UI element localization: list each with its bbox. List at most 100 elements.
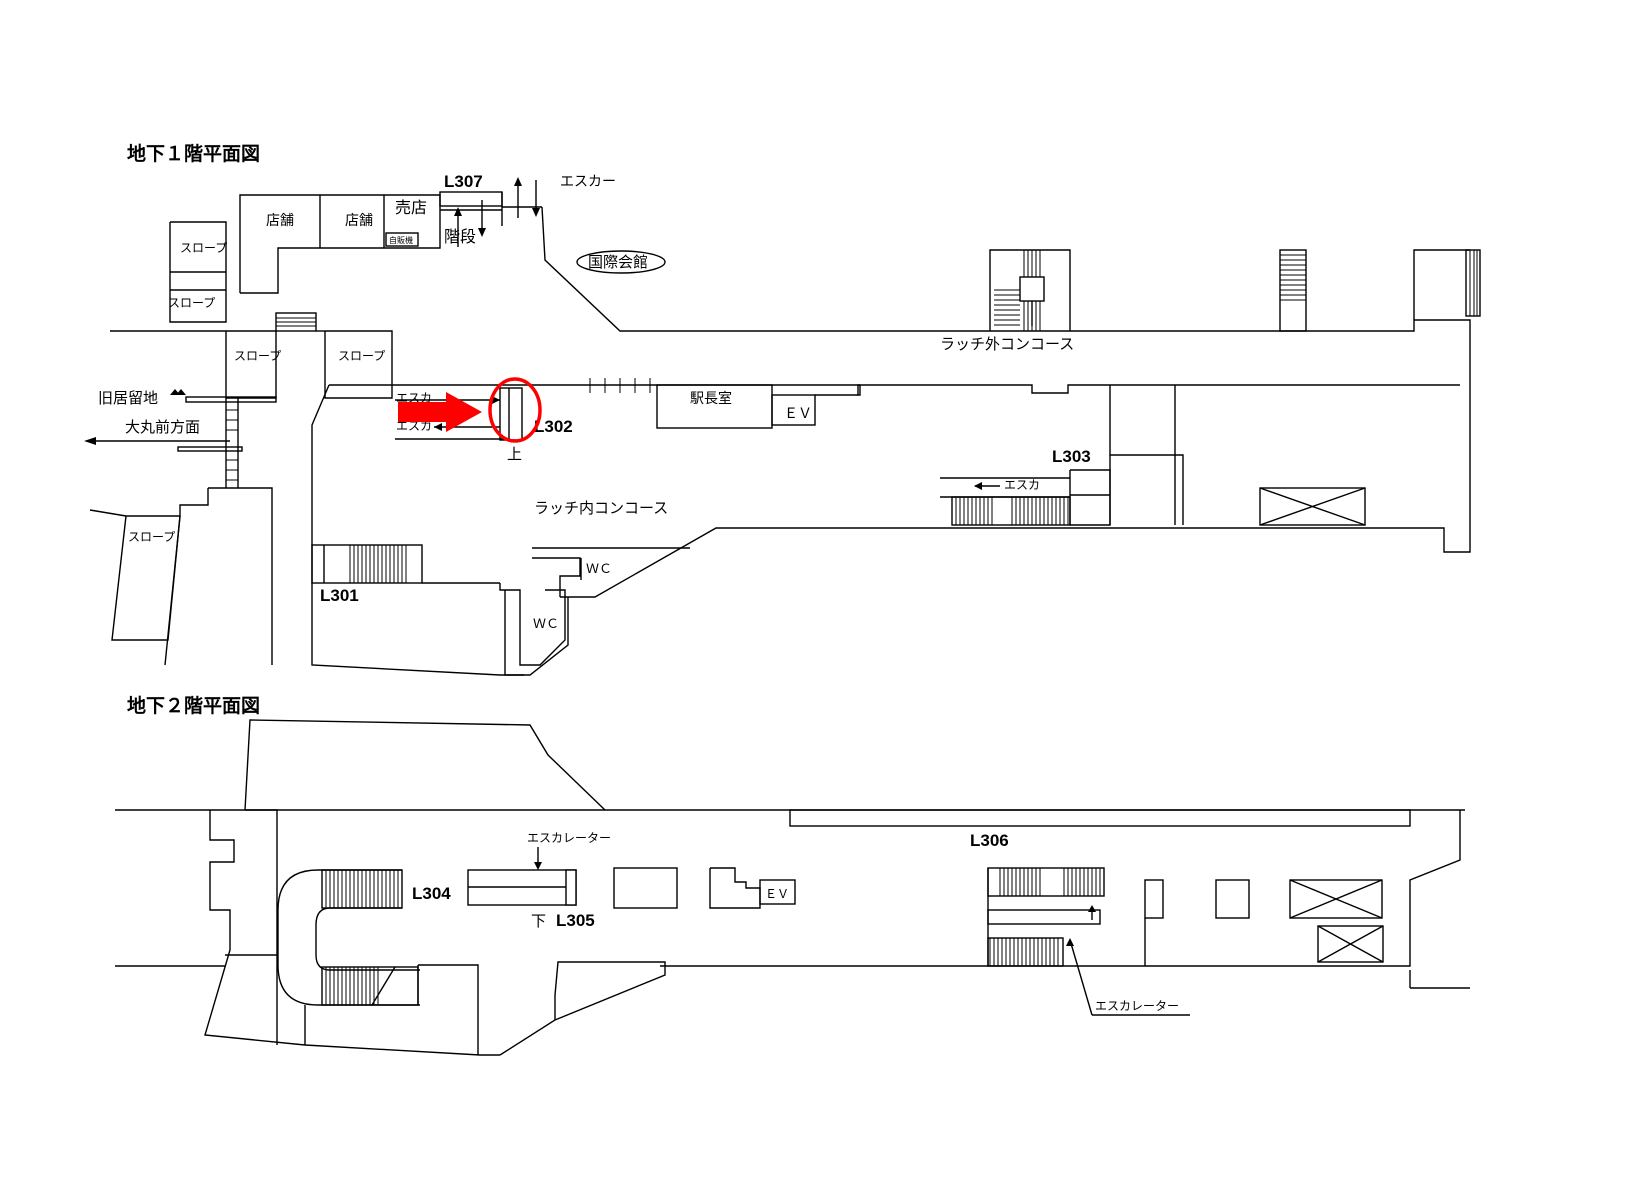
b2-escalator1-leader-head <box>534 862 542 870</box>
b1-right-stairs-hatch <box>1469 250 1478 316</box>
b1-kokusai-ellipse <box>576 250 666 274</box>
b1-escalator-arrow-head <box>532 208 540 217</box>
b2-void-box <box>1289 879 1383 919</box>
b1-vending-label: 自販機 <box>389 235 413 245</box>
b1-right-stair-block <box>1413 249 1470 320</box>
b1-slope2-label: スロープ <box>168 296 215 310</box>
b2-escalator-l305-end <box>565 869 577 906</box>
b1-void-box <box>1259 487 1366 526</box>
b2-ev-label: ＥＶ <box>765 887 789 901</box>
b2-escalator2-label: エスカレーター <box>1095 999 1179 1013</box>
b1-wc2-inner <box>504 590 569 676</box>
b1-wc2-block <box>499 583 566 666</box>
b1-daimaru-arrow-head <box>84 437 96 445</box>
b1-l307-entrance <box>439 191 503 207</box>
b1-stair-block-top <box>989 249 1071 331</box>
b1-l301-stairs <box>311 544 423 584</box>
b2-east-wall <box>1360 810 1461 967</box>
b2-stair-side-block <box>418 964 479 1055</box>
b1-ticket-gates <box>576 378 651 393</box>
b1-l301-stairs-hatch <box>349 545 407 583</box>
location-marker-circle <box>488 377 542 443</box>
b2-floor-plan: 地下２階平面図 L306 L304 エスカレーター 下 L30 <box>115 694 1470 1056</box>
b1-slope5-label: スロープ <box>128 530 175 544</box>
b2-right-escalator <box>987 909 1101 925</box>
b1-floor-plan: 地下１階平面図 店舗 店舗 売店 自販機 L307 階段 エスカー 国際会館 <box>84 142 1481 676</box>
b1-stairs-arrow-head <box>454 207 462 216</box>
b1-escalator-l302 <box>499 387 523 441</box>
b2-west-inner <box>245 809 278 1045</box>
b1-esca-l303-label: エスカ <box>1004 478 1040 492</box>
b2-code-l305: L305 <box>556 911 595 930</box>
b2-room-box <box>613 867 678 909</box>
b2-ev-block <box>709 867 761 909</box>
b1-daimaru-passage <box>177 446 243 452</box>
b2-escalator2-leader <box>1069 939 1093 1016</box>
b1-slope-pair <box>225 330 277 399</box>
b1-code-l303: L303 <box>1052 447 1091 466</box>
b2-code-l304: L304 <box>412 884 451 903</box>
b1-kyukyo-arrow <box>176 389 186 395</box>
b1-l303-stairs <box>951 496 1071 526</box>
b1-right-stairs <box>1465 249 1481 317</box>
b1-corridor-steps <box>226 409 238 481</box>
b1-l303-escalator-arrow-head <box>974 482 982 490</box>
b2-void-box <box>1317 925 1384 963</box>
b2-elevator <box>759 879 796 905</box>
b1-slope4-label: スロープ <box>338 349 385 363</box>
b2-right-stairs-hatch <box>989 938 1059 966</box>
b1-ev-label: ＥＶ <box>784 406 812 422</box>
b1-escalator-lower-arrow <box>434 423 442 431</box>
b2-upper-block <box>244 719 606 811</box>
b2-escalator1-label: エスカレーター <box>527 831 611 845</box>
b1-l303-stairs-hatch <box>955 497 1069 525</box>
b2-l304-stairs-hatch <box>325 967 379 1005</box>
b1-code-l307: L307 <box>444 172 483 191</box>
b2-escalator2-leader-head <box>1066 938 1074 946</box>
b1-escalator-top-label: エスカー <box>560 174 616 190</box>
b1-kokusai-label: 国際会館 <box>588 253 648 271</box>
b2-stair-diagonal <box>371 966 396 1006</box>
b1-slope3-label: スロープ <box>234 349 281 363</box>
b1-slope-pair-right <box>324 330 393 399</box>
b1-escalator-arrow-head <box>514 177 522 186</box>
b2-void-cross <box>1317 925 1384 963</box>
b1-heading: 地下１階平面図 <box>127 142 260 165</box>
b1-wc1-label: ＷＣ <box>586 562 612 577</box>
b1-escalator-upper-arrow <box>492 396 500 404</box>
b2-u-stair-inner <box>315 907 420 971</box>
b2-small-room <box>1144 879 1164 919</box>
b1-elevator <box>771 394 816 426</box>
b1-west-wall <box>164 515 181 666</box>
b2-south-block <box>499 961 666 1056</box>
b1-stairs-hatch-mid <box>1280 254 1306 301</box>
b1-concourse-north-right <box>857 384 1460 396</box>
b1-stair-landing <box>1019 276 1045 302</box>
b1-shop1-label: 店舗 <box>266 213 294 229</box>
b2-platform-l306 <box>789 809 1411 827</box>
b1-west-bottom-wall <box>208 487 273 665</box>
b1-kiosk-label: 売店 <box>395 198 427 217</box>
b1-kyukyo-label: 旧居留地 <box>98 389 158 407</box>
b2-code-l306: L306 <box>970 831 1009 850</box>
b1-shop2-label: 店舗 <box>345 213 373 229</box>
b1-station-master-label: 駅長室 <box>690 390 732 407</box>
b1-outside-concourse-label: ラッチ外コンコース <box>940 335 1074 353</box>
b2-right-stairs-top <box>987 867 1105 897</box>
b2-down-label: 下 <box>531 912 546 930</box>
b1-vending-box <box>385 232 419 247</box>
b1-esca-lower-label: エスカ <box>396 419 432 433</box>
b1-shop-block-outline <box>239 194 441 294</box>
b1-daimaru-label: 大丸前方面 <box>125 418 200 436</box>
b1-kyukyo-passage <box>185 396 277 403</box>
b1-l303-gate <box>1069 469 1111 526</box>
b1-slope1-label: スロープ <box>180 241 227 255</box>
b1-esca-upper-label: エスカ <box>396 391 432 405</box>
b1-l303-block <box>1109 385 1184 525</box>
b2-u-stair-outer <box>277 869 420 1006</box>
b2-heading: 地下２階平面図 <box>127 694 260 717</box>
b1-code-l301: L301 <box>320 586 359 605</box>
b2-l304-stairs-hatch <box>325 870 399 908</box>
